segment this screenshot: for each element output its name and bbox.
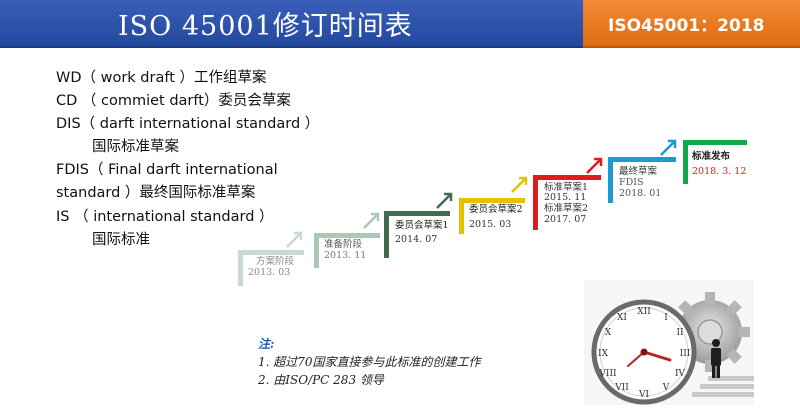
arrow-6-icon xyxy=(660,139,677,156)
stage-7-name: 标准发布 xyxy=(692,151,731,162)
stage-3: 委员会草案1 2014. 07 xyxy=(384,211,454,258)
stage-2-name: 准备阶段 xyxy=(324,239,363,250)
stage-3-bar xyxy=(384,211,450,216)
stage-5-post xyxy=(533,175,538,230)
svg-text:XI: XI xyxy=(617,313,627,323)
svg-text:VIII: VIII xyxy=(598,369,617,379)
stage-1: 方案阶段 2013. 03 xyxy=(238,250,308,286)
svg-text:IV: IV xyxy=(675,369,686,379)
stage-2: 准备阶段 2013. 11 xyxy=(314,233,384,268)
note-line-2: 2. 由ISO/PC 283 领导 xyxy=(258,373,384,387)
arrow-5-icon xyxy=(586,157,603,174)
svg-text:X: X xyxy=(605,328,612,338)
standard-code: ISO45001：2018 xyxy=(608,16,765,36)
stage-4-post xyxy=(459,198,464,234)
stage-4-name: 委员会草案2 xyxy=(469,204,523,215)
svg-text:XII: XII xyxy=(637,307,651,317)
stage-5-date: 2017. 07 xyxy=(544,214,587,225)
svg-text:V: V xyxy=(662,383,670,393)
definition-fdis: FDIS（ Final darft international xyxy=(56,162,278,178)
svg-text:IX: IX xyxy=(598,349,609,359)
stage-5: 标准草案1 2015. 11 标准草案2 2017. 07 xyxy=(533,175,605,230)
header-title-bar xyxy=(0,0,583,48)
stage-7-post xyxy=(683,140,688,184)
stage-1-bar xyxy=(238,250,304,255)
definition-dis: DIS（ darft international standard ） xyxy=(56,116,320,132)
stage-7: 标准发布 2018. 3. 12 xyxy=(683,140,749,184)
stage-5-bar xyxy=(533,175,601,180)
page-title: ISO 45001修订时间表 xyxy=(118,11,413,42)
arrow-4-icon xyxy=(511,176,528,193)
definition-cd: CD （ commiet darft）委员会草案 xyxy=(56,93,291,109)
stage-2-date: 2013. 11 xyxy=(324,250,367,261)
stage-3-post xyxy=(384,211,389,258)
svg-text:I: I xyxy=(664,313,668,323)
definition-is-cn: 国际标准 xyxy=(92,232,150,248)
stage-5-name-2: 标准草案2 xyxy=(544,203,589,214)
stage-3-date: 2014. 07 xyxy=(395,234,438,245)
note-line-1: 1. 超过70国家直接参与此标准的创建工作 xyxy=(258,355,481,369)
svg-text:II: II xyxy=(676,328,684,338)
arrow-1-icon xyxy=(286,231,303,248)
stage-3-name: 委员会草案1 xyxy=(395,220,449,231)
arrow-3-icon xyxy=(436,192,453,209)
definition-is: IS （ international standard ） xyxy=(56,209,274,225)
definition-fdis-cn: standard ）最终国际标准草案 xyxy=(56,185,256,201)
svg-text:VI: VI xyxy=(638,390,649,400)
stage-7-bar xyxy=(683,140,747,145)
stage-4-date: 2015. 03 xyxy=(469,219,512,230)
stage-1-name: 方案阶段 xyxy=(256,256,295,267)
stage-5-name: 标准草案1 xyxy=(544,182,589,193)
stage-1-date: 2013. 03 xyxy=(248,267,291,278)
definition-dis-cn: 国际标准草案 xyxy=(92,139,179,155)
stage-6-name: 最终草案 xyxy=(619,166,658,177)
stage-6-bar xyxy=(608,157,676,162)
arrow-2-icon xyxy=(363,212,380,229)
note-heading: 注: xyxy=(258,337,275,351)
stage-1-post xyxy=(238,250,243,286)
definition-wd: WD（ work draft ）工作组草案 xyxy=(56,70,267,86)
stage-6-post xyxy=(608,157,613,203)
stage-5-date-1: 2015. 11 xyxy=(544,192,587,203)
stage-4-bar xyxy=(459,198,525,203)
svg-text:III: III xyxy=(680,349,691,359)
stage-2-bar xyxy=(314,233,380,238)
stage-6: 最终草案 FDIS 2018. 01 xyxy=(608,157,680,203)
stage-2-post xyxy=(314,233,319,268)
stage-7-date: 2018. 3. 12 xyxy=(692,166,747,177)
stage-6-date: 2018. 01 xyxy=(619,188,662,199)
svg-text:VII: VII xyxy=(614,383,629,393)
stage-6-name-2: FDIS xyxy=(619,177,644,188)
clock-gear-illustration-icon: XII I II III IV V VI VII VIII IX X XI xyxy=(584,280,754,405)
stage-4: 委员会草案2 2015. 03 xyxy=(459,198,529,234)
header-code-bar xyxy=(583,0,800,48)
